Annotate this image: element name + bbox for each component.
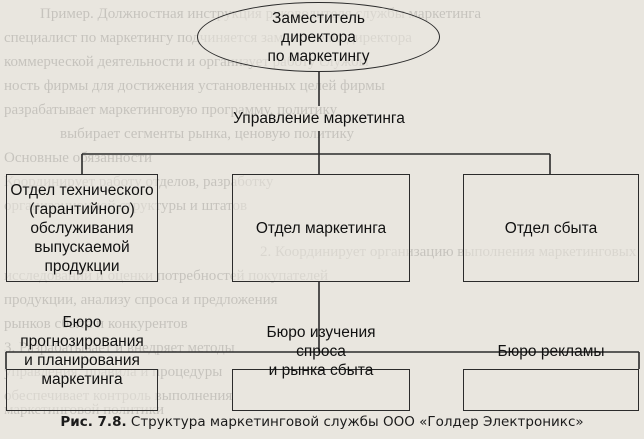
research-bureau-node <box>232 369 410 411</box>
forecast-bureau-label: Бюро прогнозирования и планирования марк… <box>20 314 144 388</box>
marketing-management-node: Управление маркетинга <box>205 106 433 131</box>
technical-service-dept-node: Отдел технического (гарантийного) обслуж… <box>6 174 158 282</box>
marketing-dept-node: Отдел маркетинга <box>232 174 410 282</box>
sales-dept-label: Отдел сбыта <box>504 219 598 237</box>
deputy-director-node: Заместитель директора по маркетингу <box>197 2 440 72</box>
marketing-dept-label: Отдел маркетинга <box>255 219 387 237</box>
advertising-bureau-label: Бюро рекламы <box>497 342 605 360</box>
forecast-bureau-text: Бюро прогнозирования и планирования марк… <box>6 297 158 405</box>
marketing-management-label: Управление маркетинга <box>233 110 405 127</box>
advertising-bureau-text: Бюро рекламы <box>463 297 639 405</box>
deputy-director-label: Заместитель директора по маркетингу <box>267 9 370 65</box>
advertising-bureau-node <box>463 369 639 411</box>
figure-caption-label: Рис. 7.8. <box>60 414 127 430</box>
research-bureau-text: Бюро изучения спроса и рынка сбыта <box>232 297 410 405</box>
technical-service-dept-label: Отдел технического (гарантийного) обслуж… <box>10 181 154 275</box>
figure-caption-text: Структура маркетинговой службы ООО «Голд… <box>130 414 584 430</box>
sales-dept-node: Отдел сбыта <box>463 174 639 282</box>
forecast-bureau-node <box>6 369 158 411</box>
figure-caption: Рис. 7.8. Структура маркетинговой службы… <box>0 414 644 430</box>
research-bureau-label: Бюро изучения спроса и рынка сбыта <box>266 323 376 379</box>
